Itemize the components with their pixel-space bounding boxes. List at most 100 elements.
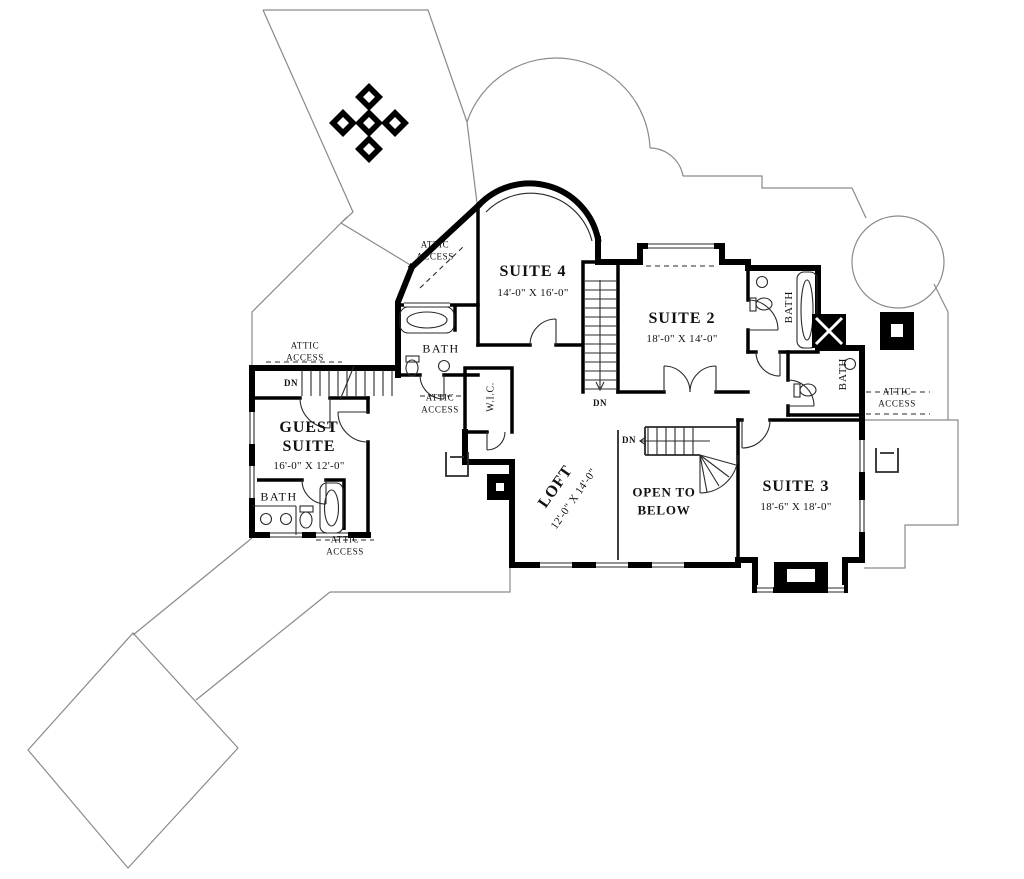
window	[247, 466, 257, 498]
windows	[247, 241, 867, 595]
stairs-curved	[639, 427, 739, 494]
wing-diagonal-wall	[407, 201, 483, 272]
exterior-walls	[249, 180, 865, 593]
bath-label-suite2: BATH	[783, 290, 795, 324]
door-swing	[337, 411, 369, 443]
attic-line1: ATTIC	[420, 239, 450, 250]
door-swing	[689, 365, 717, 393]
door-swing	[741, 419, 771, 449]
stair-direction-arrow	[639, 436, 710, 446]
window	[540, 560, 572, 570]
bath-label-suite3: BATH	[837, 357, 849, 391]
window	[648, 241, 714, 251]
roof-top-right-edge	[683, 175, 852, 189]
door-swing	[755, 351, 781, 377]
suite3-dims: 18'-6" X 18'-0"	[760, 501, 832, 513]
bathtub	[399, 306, 455, 334]
attic-access-label-right: ATTIC ACCESS	[878, 386, 916, 409]
masonry	[487, 312, 914, 592]
sink	[843, 357, 857, 371]
railing	[617, 426, 738, 560]
attic-access-label-guest: ATTIC ACCESS	[326, 534, 364, 557]
bath-label-guest: BATH	[260, 489, 298, 504]
roof-wing-inner	[466, 121, 478, 204]
roof-wing-bottom-tip	[27, 632, 239, 869]
attic-line2: ACCESS	[326, 546, 364, 556]
attic-line2: ACCESS	[878, 398, 916, 408]
toilet	[405, 355, 420, 377]
chimney-flue	[445, 452, 469, 477]
window	[652, 560, 684, 570]
stair-treads	[301, 370, 393, 396]
door-swing	[299, 397, 331, 429]
fixtures	[252, 271, 899, 535]
roof-right-edge	[933, 283, 949, 420]
fireplace	[774, 562, 828, 592]
attic-access-label-mid: ATTIC ACCESS	[421, 392, 459, 415]
chimney-x-cap	[812, 314, 846, 348]
diamond-window-ornament	[329, 83, 409, 163]
roof-left-connector	[251, 216, 348, 368]
bathtub	[796, 271, 818, 349]
roof-wing-left-edge	[262, 9, 413, 267]
open-to-below-line2: BELOW	[637, 502, 691, 517]
window	[828, 585, 844, 595]
roof-corridor-edge-1	[132, 537, 253, 636]
stair-treads	[585, 280, 617, 390]
turret-connector	[851, 187, 867, 219]
entry-turret-roof-arc	[466, 57, 651, 149]
suite4-label: SUITE 4	[499, 263, 567, 280]
guest-suite-label: GUEST SUITE	[279, 418, 338, 456]
window	[596, 560, 628, 570]
suite4-dims: 14'-0" X 16'-0"	[497, 287, 569, 299]
sink	[755, 275, 769, 289]
toilet	[299, 505, 314, 529]
attic-access-label-top: ATTIC ACCESS	[416, 239, 454, 262]
open-to-below-label: OPEN TO BELOW	[632, 483, 695, 518]
roof-right-lower	[862, 419, 959, 569]
suite2-dims: 18'-0" X 14'-0"	[646, 333, 718, 345]
dashed-overhead-lines	[266, 245, 930, 541]
guest-suite-label-line2: SUITE	[282, 438, 336, 455]
attic-line2: ACCESS	[286, 352, 324, 362]
stair-break-line	[339, 365, 355, 401]
down-label-central-stairs: DN	[593, 398, 607, 408]
door-swing	[301, 479, 327, 505]
stair-fan-treads	[699, 454, 737, 493]
chimney-chase	[880, 312, 914, 350]
bathtub	[319, 482, 344, 534]
suite4-bay-wall	[473, 180, 602, 243]
toilet	[793, 383, 817, 398]
down-label-curved-stairs: DN	[622, 435, 636, 445]
window	[270, 530, 302, 540]
chimney-flue	[875, 448, 899, 473]
fireplace	[487, 474, 513, 500]
turret-roof	[851, 215, 945, 309]
door-swing	[663, 365, 691, 393]
attic-line1: ATTIC	[425, 392, 455, 403]
attic-line1: ATTIC	[330, 534, 360, 545]
window	[247, 412, 257, 444]
roof-outline	[27, 9, 959, 869]
window	[857, 500, 867, 532]
attic-line2: ACCESS	[421, 404, 459, 414]
bath-label-suite4: BATH	[422, 341, 460, 356]
door-swing	[419, 374, 445, 400]
attic-line2: ACCESS	[416, 251, 454, 261]
window	[857, 440, 867, 472]
attic-line1: ATTIC	[290, 340, 320, 351]
suite2-label: SUITE 2	[648, 310, 716, 327]
roof-bottom-middle	[330, 567, 511, 593]
stairs-central	[585, 280, 617, 392]
stair-direction-arrow	[595, 280, 605, 392]
loft-west-wall	[462, 429, 515, 568]
attic-line1: ATTIC	[882, 386, 912, 397]
suite4-bay-window	[485, 192, 593, 242]
wic-label: W.I.C.	[485, 382, 497, 412]
stairs-left	[301, 365, 393, 401]
door-swing	[747, 299, 779, 331]
bath4-west-wall	[395, 263, 416, 378]
open-to-below-line1: OPEN TO	[632, 484, 696, 500]
